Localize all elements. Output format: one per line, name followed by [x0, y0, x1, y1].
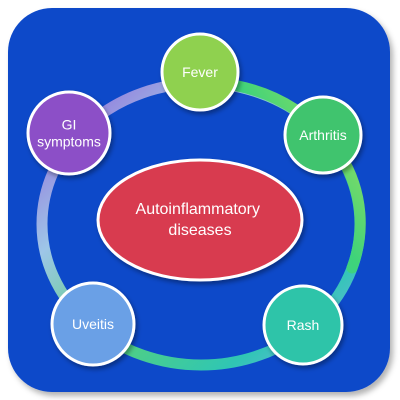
node-arthritis-circle — [283, 95, 363, 175]
node-uveitis: Uveitis — [50, 281, 136, 367]
node-gi-symptoms-circle — [26, 90, 112, 176]
node-gi-symptoms-label-line-1: GI — [62, 117, 77, 133]
center-label-line-1: Autoinflammatory — [136, 201, 261, 218]
node-rash-label: Rash — [287, 317, 320, 333]
center-ellipse: Autoinflammatory diseases — [96, 158, 304, 282]
node-uveitis-label: Uveitis — [72, 316, 114, 332]
node-rash-circle — [262, 284, 344, 366]
node-arthritis-label: Arthritis — [299, 127, 346, 143]
node-gi-symptoms-label-line-2: symptoms — [37, 134, 101, 150]
center-label: Autoinflammatory diseases — [136, 201, 265, 239]
node-fever: Fever — [160, 32, 240, 112]
node-rash-label-line-1: Rash — [287, 317, 320, 333]
node-arthritis-label-line-1: Arthritis — [299, 127, 346, 143]
center-label-line-2: diseases — [168, 222, 231, 239]
node-fever-label-line-1: Fever — [182, 64, 218, 80]
node-rash: Rash — [262, 284, 344, 366]
node-uveitis-circle — [50, 281, 136, 367]
node-fever-label: Fever — [182, 64, 218, 80]
node-uveitis-label-line-1: Uveitis — [72, 316, 114, 332]
node-arthritis: Arthritis — [283, 95, 363, 175]
node-fever-circle — [160, 32, 240, 112]
